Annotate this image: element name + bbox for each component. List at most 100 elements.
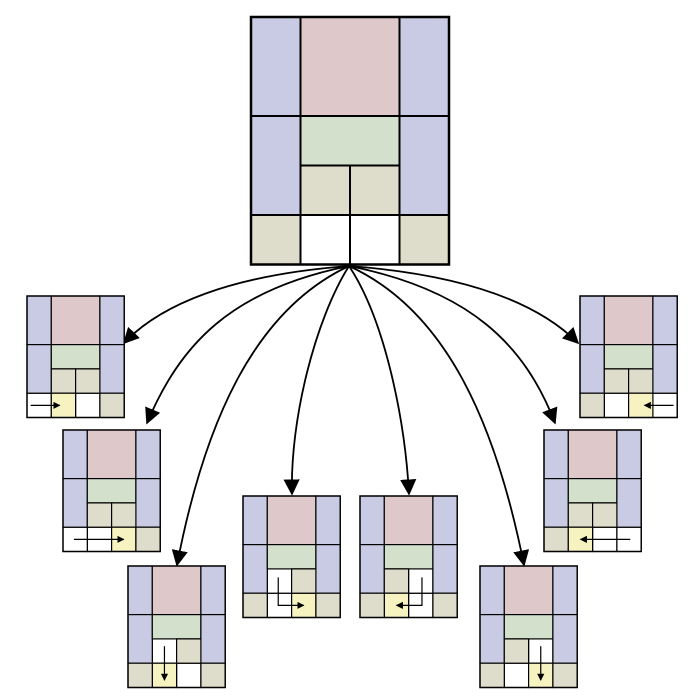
piece-small-a [50,368,77,394]
piece-right-tall-top [552,565,578,616]
piece-small-c [479,662,505,689]
board-move-8 [579,295,678,419]
piece-small-c [579,392,605,419]
piece-small-d [99,392,125,419]
piece-right-tall-top [398,16,450,117]
piece-left-tall-top [479,565,505,616]
piece-right-tall-bottom [398,115,450,216]
piece-small-b [627,368,654,394]
piece-right-tall-bottom [432,543,458,594]
board-move-2 [62,429,161,553]
piece-right-tall-bottom [315,543,341,594]
piece-left-tall-top [359,495,385,546]
piece-big-square [50,295,101,346]
piece-horizontal [86,478,137,504]
board-move-5 [359,495,458,619]
piece-right-tall-top [432,495,458,546]
piece-small-c [543,526,569,553]
piece-left-tall-top [250,16,302,117]
piece-horizontal [603,344,654,370]
piece-big-square [299,16,401,117]
connector-move-1 [122,265,350,345]
piece-right-tall-bottom [652,344,678,394]
piece-small-c [250,214,302,266]
piece-horizontal [50,344,101,370]
piece-left-tall-top [579,295,605,346]
connector-move-2 [145,265,350,425]
piece-horizontal [266,543,317,570]
boards [26,15,678,689]
piece-big-square [603,295,654,346]
piece-left-tall-top [62,429,88,480]
piece-small-d [200,662,226,689]
piece-left-tall-top [242,495,268,546]
piece-right-tall-top [315,495,341,546]
piece-left-tall-top [26,295,52,346]
piece-big-square [383,495,434,546]
piece-horizontal [503,613,554,640]
piece-right-tall-top [135,429,161,480]
board-frame [543,429,642,553]
piece-right-tall-bottom [616,478,642,528]
piece-left-tall-bottom [359,543,385,594]
piece-left-tall-bottom [479,613,505,664]
connector-move-3 [171,265,350,567]
connector-move-7 [348,265,558,425]
empty-cell [503,662,530,689]
piece-left-tall-bottom [242,543,268,594]
piece-small-d [315,592,341,619]
piece-right-tall-top [616,429,642,480]
piece-left-tall-top [127,565,153,616]
piece-small-a [86,502,113,528]
piece-big-square [503,565,554,616]
piece-small-b [176,638,202,664]
piece-small-c [359,592,385,619]
piece-left-tall-bottom [62,478,88,528]
piece-right-tall-top [200,565,226,616]
piece-big-square [567,429,618,480]
piece-small-a [299,164,351,216]
piece-small-d [432,592,458,619]
connector-move-6 [348,265,530,567]
piece-left-tall-bottom [127,613,153,664]
board-frame [479,565,578,689]
piece-small-b [291,568,317,594]
piece-horizontal [299,115,401,167]
board-move-7 [543,429,642,553]
piece-small-c [127,662,153,689]
piece-small-b [110,502,137,528]
piece-right-tall-bottom [200,613,226,664]
empty-cell [176,662,202,689]
piece-horizontal [567,478,618,504]
board-frame [26,295,125,419]
empty-cell [266,568,293,594]
piece-left-tall-bottom [250,115,302,216]
piece-left-tall-top [543,429,569,480]
connector-move-8 [348,265,580,345]
board-move-4 [242,495,341,619]
move-arrow [395,577,423,609]
piece-big-square [266,495,317,546]
piece-small-a [503,638,530,664]
piece-right-tall-top [99,295,125,346]
board-move-6 [479,565,578,689]
piece-right-tall-bottom [99,344,125,394]
piece-big-square [151,565,202,616]
piece-horizontal [151,613,202,640]
empty-cell [349,214,401,266]
empty-cell [299,214,351,266]
piece-left-tall-bottom [579,344,605,394]
board-move-1 [26,295,125,419]
piece-left-tall-bottom [26,344,52,394]
piece-left-tall-bottom [543,478,569,528]
piece-small-c [242,592,268,619]
board-frame [127,565,226,689]
piece-right-tall-bottom [135,478,161,528]
empty-cell [603,392,630,419]
piece-small-a [567,502,594,528]
board-frame [359,495,458,619]
board-frame [579,295,678,419]
board-start [249,15,451,266]
connector-move-5 [348,265,417,496]
